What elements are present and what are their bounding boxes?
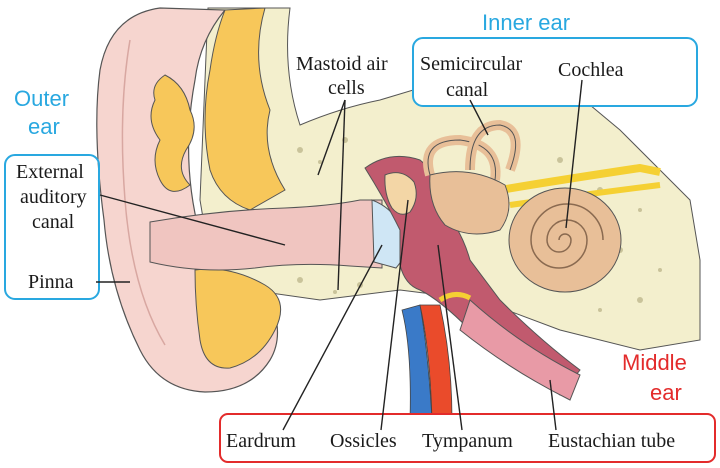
cochlea-shape (508, 187, 622, 293)
semicircular-canal-label-2: canal (446, 79, 489, 101)
eustachian-tube-label: Eustachian tube (548, 430, 675, 452)
eardrum-label: Eardrum (226, 430, 296, 452)
external-auditory-canal-label-3: canal (32, 211, 75, 233)
mastoid-air-cells-label-2: cells (328, 77, 365, 99)
semicircular-canal-shape (423, 119, 521, 181)
middle-ear-box (219, 413, 716, 463)
nerve-lower (438, 292, 472, 303)
leader-lines (96, 79, 583, 431)
external-auditory-canal-label-1: External (16, 161, 84, 183)
cartilage-lower (194, 268, 282, 369)
mastoid-air-cells-shape (150, 74, 195, 192)
ossicles-label: Ossicles (330, 430, 397, 452)
mastoid-air-cells-label-1: Mastoid air (296, 53, 388, 75)
cartilage-upper (204, 7, 286, 211)
ossicles-shape (384, 172, 417, 215)
pinna-fold (121, 39, 166, 346)
external-auditory-canal-shape (149, 199, 383, 271)
cochlea-label: Cochlea (558, 59, 624, 81)
inner-ear-title: Inner ear (482, 10, 570, 35)
tympanum-label: Tympanum (422, 430, 513, 452)
eustachian-tube-shape (459, 299, 581, 401)
outer-ear-box (4, 154, 100, 300)
pinna-label: Pinna (28, 271, 74, 293)
vestibule-shape (429, 171, 510, 235)
semicircular-canal-label-1: Semicircular (420, 53, 523, 75)
external-auditory-canal-label-2: auditory (20, 186, 87, 208)
inner-ear-box (412, 37, 698, 107)
